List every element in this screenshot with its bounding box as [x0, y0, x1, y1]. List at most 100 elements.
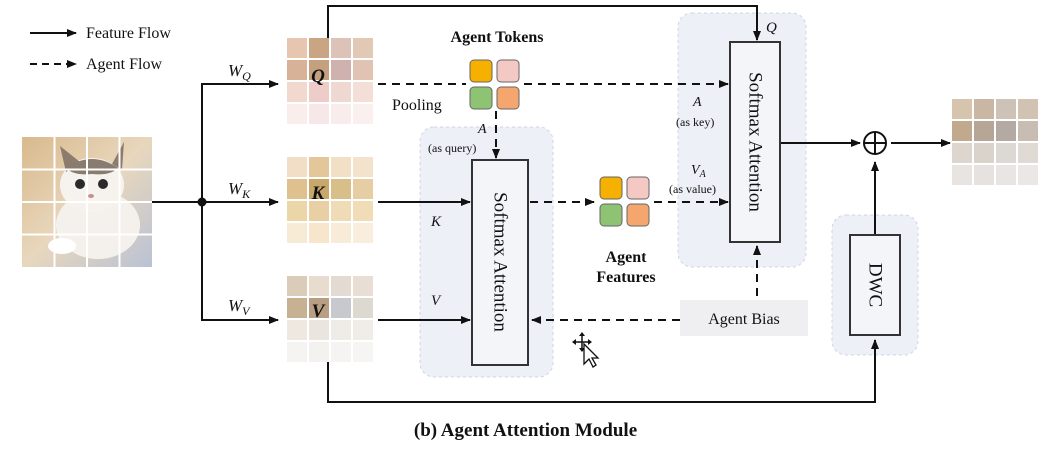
k-matrix-cell [309, 223, 329, 243]
output-matrix-cell [996, 121, 1016, 141]
move-cursor-icon [572, 332, 600, 368]
agent-feature [626, 176, 650, 200]
sum-node [863, 131, 887, 155]
q-matrix-cell [287, 38, 307, 58]
agent-features-title-line1: Agent [606, 249, 648, 266]
output-matrix-cell [1018, 99, 1038, 119]
softmax-attention-2-block [729, 41, 781, 243]
k-matrix-cell [309, 179, 329, 199]
q-matrix-cell [353, 38, 373, 58]
q-matrix-cell [353, 82, 373, 102]
agent-feature [626, 203, 650, 227]
output-matrix-cell [974, 143, 994, 163]
k-matrix-cell [331, 223, 351, 243]
agent-bias-block [680, 300, 808, 336]
output-matrix [952, 99, 1038, 185]
branch-dot [197, 197, 207, 207]
v-matrix-cell [309, 298, 329, 318]
q-matrix-cell [309, 38, 329, 58]
v-matrix-cell [331, 342, 351, 362]
agent-bias-label: Agent Bias [708, 311, 780, 328]
output-matrix-cell [974, 99, 994, 119]
output-matrix-cell [952, 165, 972, 185]
v-matrix-cell [353, 342, 373, 362]
k-matrix [287, 157, 373, 243]
output-matrix-cell [996, 143, 1016, 163]
agent-features-grid [599, 176, 650, 227]
va-label: VA [691, 163, 707, 180]
k-matrix-cell [287, 223, 307, 243]
q-matrix-cell [287, 60, 307, 80]
k-matrix-cell [287, 179, 307, 199]
k-matrix-label: K [311, 183, 326, 204]
output-matrix-cell [1018, 143, 1038, 163]
v-matrix-cell [309, 276, 329, 296]
wk-label: WK [228, 179, 251, 201]
q-matrix-label: Q [311, 66, 325, 87]
v-input-label: V [431, 293, 442, 309]
k-matrix-cell [309, 201, 329, 221]
v-matrix-cell [287, 342, 307, 362]
v-matrix-cell [309, 320, 329, 340]
dwc-block [849, 234, 901, 336]
agent-token [496, 86, 520, 110]
wq-label: WQ [228, 61, 251, 83]
q-matrix-cell [287, 82, 307, 102]
agent-feature [599, 176, 623, 200]
k-matrix-cell [331, 201, 351, 221]
agent-feature [599, 203, 623, 227]
q-matrix-cell [309, 60, 329, 80]
legend-agent-flow: Agent Flow [86, 56, 162, 73]
softmax-attention-2-label: Softmax Attention [745, 72, 766, 212]
dwc-label: DWC [865, 263, 886, 307]
k-matrix-cell [353, 201, 373, 221]
output-matrix-cell [952, 121, 972, 141]
legend-feature-flow: Feature Flow [86, 25, 171, 42]
v-matrix-cell [287, 320, 307, 340]
va-note: (as value) [669, 182, 716, 196]
softmax-attention-1-block [471, 159, 529, 366]
v-matrix-label: V [312, 301, 326, 322]
k-matrix-cell [331, 179, 351, 199]
agent-features-title-line2: Features [596, 269, 655, 286]
k-matrix-cell [309, 157, 329, 177]
a-query-label: A [477, 122, 487, 137]
k-matrix-cell [287, 157, 307, 177]
agent-tokens-title: Agent Tokens [451, 29, 544, 46]
output-matrix-cell [996, 165, 1016, 185]
k-matrix-cell [331, 157, 351, 177]
output-matrix-cell [974, 165, 994, 185]
output-matrix-cell [1018, 121, 1038, 141]
q-matrix-cell [331, 38, 351, 58]
a-key-label: A [692, 95, 702, 110]
v-matrix-cell [353, 320, 373, 340]
output-matrix-cell [996, 99, 1016, 119]
k-matrix-cell [287, 201, 307, 221]
q-matrix-cell [331, 104, 351, 124]
legend: Feature Flow Agent Flow [30, 25, 171, 73]
agent-token [469, 86, 493, 110]
q-matrix-cell [287, 104, 307, 124]
v-matrix-cell [353, 276, 373, 296]
softmax-attention-1-label: Softmax Attention [490, 192, 511, 332]
agent-token [496, 59, 520, 83]
agent-token [469, 59, 493, 83]
k-input-label: K [430, 214, 442, 230]
v-matrix-cell [331, 320, 351, 340]
v-matrix-cell [353, 298, 373, 318]
v-matrix-cell [287, 276, 307, 296]
q-matrix-cell [331, 60, 351, 80]
q-matrix [287, 38, 373, 124]
q-matrix-cell [353, 104, 373, 124]
q-matrix-cell [331, 82, 351, 102]
figure-caption: (b) Agent Attention Module [413, 420, 638, 441]
a-key-note: (as key) [676, 115, 714, 129]
wv-label: WV [228, 296, 251, 318]
agent-tokens-grid [469, 59, 520, 110]
output-matrix-cell [1018, 165, 1038, 185]
k-matrix-cell [353, 179, 373, 199]
v-matrix [287, 276, 373, 362]
agent-attention-diagram: Feature Flow Agent Flow [22, 5, 1038, 403]
q-matrix-cell [309, 82, 329, 102]
output-matrix-cell [974, 121, 994, 141]
